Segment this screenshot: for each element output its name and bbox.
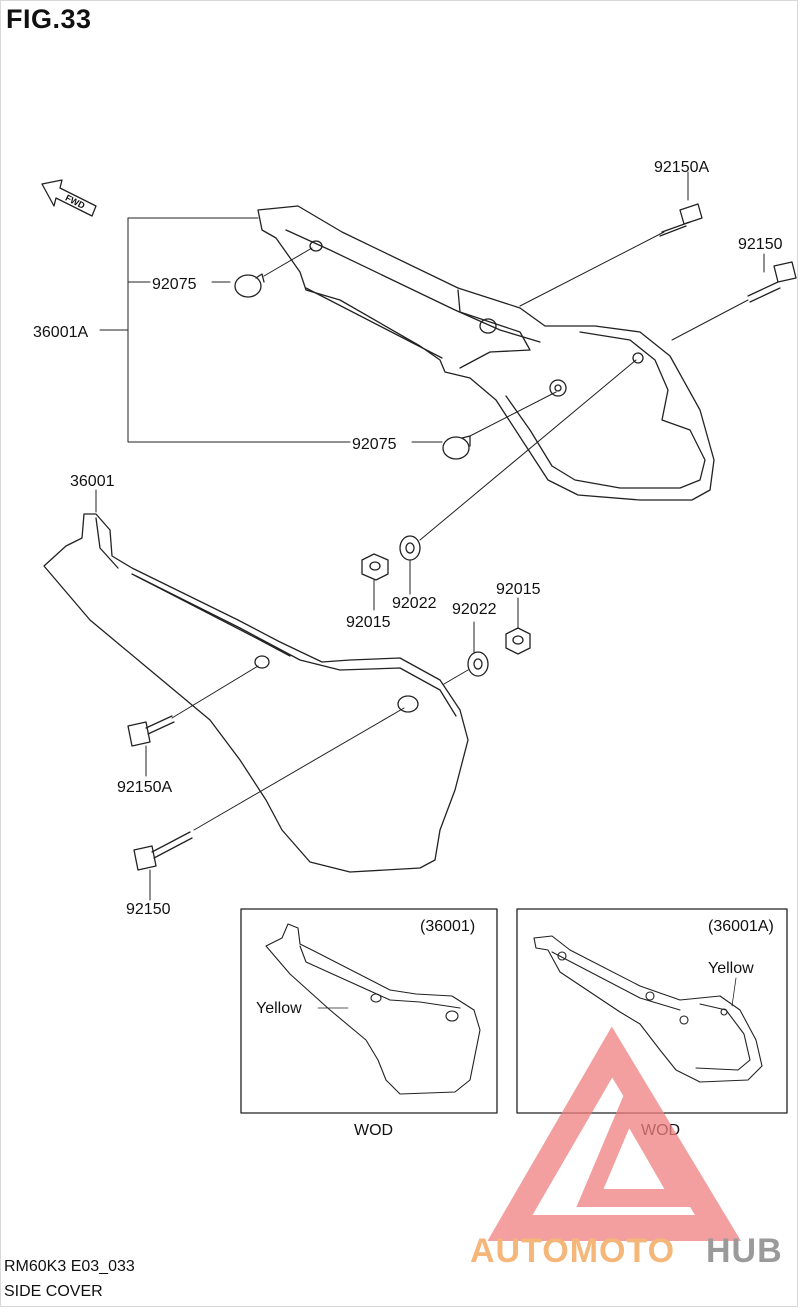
inset-cover-36001-drawing bbox=[265, 923, 481, 1095]
inset-frame-36001 bbox=[240, 908, 498, 1114]
inset-2-color-note: Yellow bbox=[708, 960, 754, 977]
inset-1-ref: (36001) bbox=[420, 918, 475, 935]
callout-36001a: 36001A bbox=[33, 324, 88, 341]
grommet-92075-lower bbox=[442, 435, 471, 460]
callout-92150-bottom: 92150 bbox=[126, 901, 171, 918]
grommet-seat bbox=[549, 379, 567, 397]
callout-92075-upper: 92075 bbox=[152, 276, 197, 293]
leader-lines bbox=[95, 171, 765, 901]
callout-92015-right: 92015 bbox=[496, 581, 541, 598]
inset-1-color-note: Yellow bbox=[256, 1000, 302, 1017]
callout-92150a-bottom: 92150A bbox=[117, 779, 172, 796]
inset-1-caption: WOD bbox=[354, 1122, 393, 1139]
inner-cover-36001a bbox=[257, 205, 715, 501]
watermark-logo bbox=[487, 1026, 742, 1241]
bolt-92150a-bottom bbox=[127, 715, 175, 747]
footer-model-code: RM60K3 E03_033 bbox=[4, 1258, 135, 1275]
bolt-92150-top bbox=[747, 261, 797, 303]
callout-92150-top: 92150 bbox=[738, 236, 783, 253]
inset-cover-36001a-drawing bbox=[533, 935, 763, 1083]
watermark-text-hub: HUB bbox=[706, 1232, 783, 1270]
inset-2-ref: (36001A) bbox=[708, 918, 774, 935]
callout-92022-left: 92022 bbox=[392, 595, 437, 612]
footer-section-title: SIDE COVER bbox=[4, 1283, 103, 1300]
nut-92015-right bbox=[505, 627, 531, 655]
bolt-92150-bottom bbox=[133, 831, 193, 871]
callout-92150a-top: 92150A bbox=[654, 159, 709, 176]
watermark-text-automoto: AUTOMOTO bbox=[470, 1232, 675, 1270]
washer-92022-right bbox=[467, 651, 489, 677]
callout-36001: 36001 bbox=[70, 473, 115, 490]
side-cover-36001 bbox=[43, 513, 469, 873]
callout-92022-right: 92022 bbox=[452, 601, 497, 618]
washer-92022-left bbox=[399, 535, 421, 561]
callout-92015-left: 92015 bbox=[346, 614, 391, 631]
callout-92075-lower: 92075 bbox=[352, 436, 397, 453]
fwd-arrow-icon bbox=[41, 179, 97, 217]
nut-92015-left bbox=[361, 553, 389, 581]
grommet-92075-upper bbox=[234, 273, 265, 298]
figure-title: FIG.33 bbox=[6, 4, 92, 34]
bolt-92150a-top bbox=[659, 203, 703, 237]
